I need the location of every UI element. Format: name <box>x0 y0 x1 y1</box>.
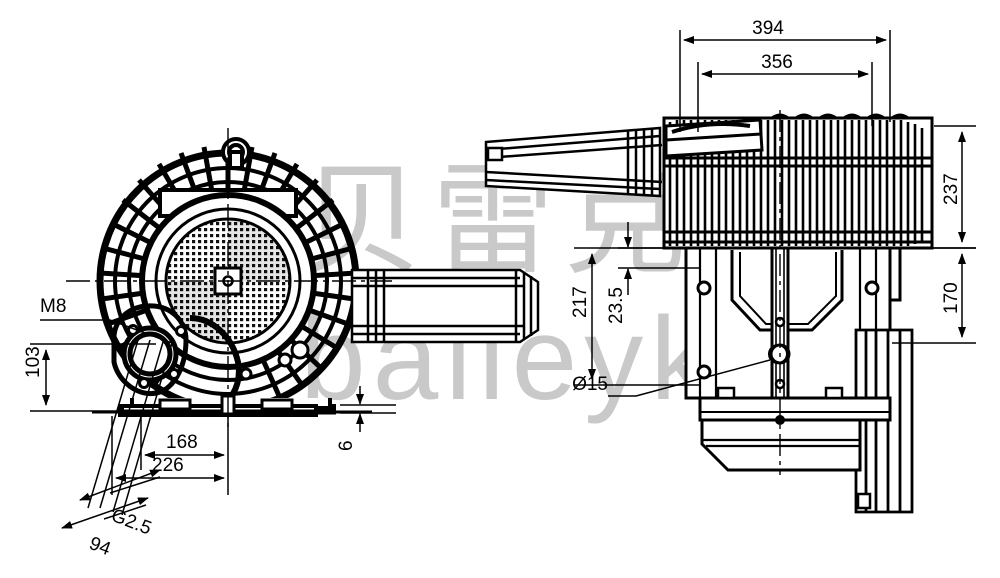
dim-103 <box>30 343 156 412</box>
dim-label-168: 168 <box>166 432 198 453</box>
dim-label-94: 94 <box>86 533 114 560</box>
dim-356 <box>697 62 873 132</box>
dim-d15 <box>608 344 788 397</box>
front-view-dimensions <box>30 319 396 529</box>
dim-label-356: 356 <box>761 52 793 73</box>
dim-label-m8: M8 <box>40 296 66 317</box>
side-view-dimensions <box>574 30 976 397</box>
dim-m8 <box>40 319 173 344</box>
dim-170 <box>892 247 976 344</box>
dim-label-226: 226 <box>152 455 184 476</box>
front-view-body <box>66 128 540 432</box>
dim-394 <box>679 30 891 132</box>
dim-label-394: 394 <box>752 18 784 39</box>
dim-235 <box>618 222 700 295</box>
dim-label-103: 103 <box>23 346 44 378</box>
discharge-pipe-front <box>350 268 540 344</box>
dim-label-217: 217 <box>570 286 591 318</box>
dim-label-6: 6 <box>336 440 357 451</box>
dim-label-d15: Ø15 <box>572 374 608 395</box>
dim-6 <box>340 386 396 432</box>
dim-label-g25: G2.5 <box>108 505 154 539</box>
dim-label-237: 237 <box>941 173 962 205</box>
lifting-eye-bolt <box>221 137 251 170</box>
side-view-body <box>484 110 934 514</box>
dim-168 <box>140 416 229 470</box>
mounting-feet <box>118 394 336 417</box>
dim-label-235: 23.5 <box>606 287 627 324</box>
dim-g25-94 <box>61 339 173 529</box>
dim-label-170: 170 <box>941 282 962 314</box>
